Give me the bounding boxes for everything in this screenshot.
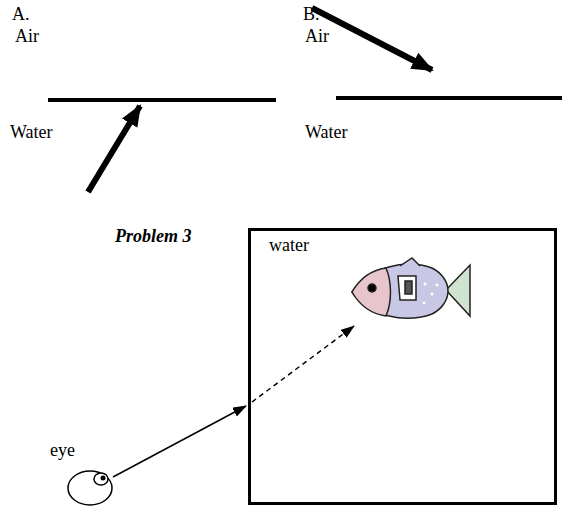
water-tank-box: water <box>248 228 557 505</box>
interface-line <box>336 96 562 100</box>
part-letter: B. <box>303 4 320 25</box>
light-ray-arrow <box>312 8 432 70</box>
medium-label: Air <box>15 26 39 47</box>
problem-heading: Problem 3 <box>115 226 192 247</box>
apparent-sight-line <box>252 326 354 402</box>
eye-label: eye <box>50 440 75 461</box>
part-letter: A. <box>12 4 30 25</box>
medium-label: Water <box>305 122 348 143</box>
region-label: water <box>269 235 536 256</box>
sight-line-arrow <box>113 406 246 477</box>
medium-label: Water <box>10 122 53 143</box>
fish-drawing <box>352 258 470 318</box>
medium-label: Air <box>305 26 329 47</box>
interface-line <box>48 98 276 102</box>
light-ray-arrow <box>88 106 140 192</box>
eye-drawing <box>68 471 112 505</box>
